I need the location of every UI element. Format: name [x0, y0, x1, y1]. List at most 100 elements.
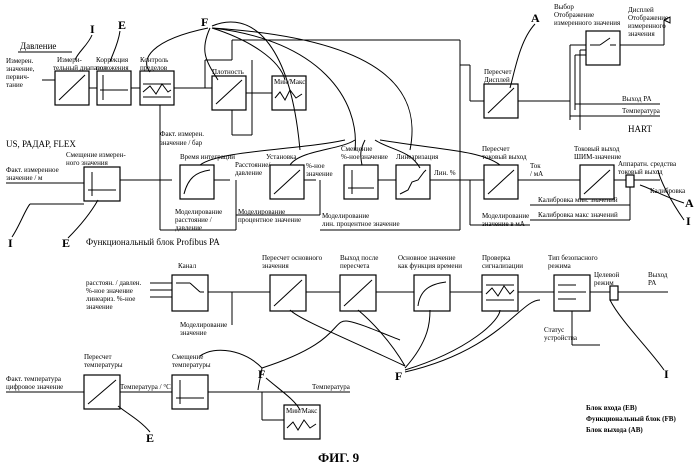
svg-text:Дисплей: Дисплей: [628, 6, 654, 14]
label-current-output: ШИМ-значение: [574, 153, 621, 161]
section-profibus: Функциональный блок Profibus PA: [86, 237, 220, 247]
svg-text:Смещение: Смещение: [341, 145, 372, 153]
svg-text:Основное значение: Основное значение: [398, 254, 455, 262]
label-temperature-top: Температура: [622, 107, 661, 115]
label-fact-value: значение / бар: [160, 139, 203, 147]
label-offset-measured: ного значения: [66, 159, 109, 167]
svg-text:расстоян. / давлен.: расстоян. / давлен.: [86, 279, 142, 287]
svg-text:Коррекция: Коррекция: [96, 56, 129, 64]
label-linearization: Линеаризация: [396, 153, 439, 161]
block-offset-measured: [84, 167, 120, 201]
svg-text:Моделирование: Моделирование: [482, 212, 529, 220]
label-model-value: значение: [180, 329, 207, 337]
svg-text:Факт. температура: Факт. температура: [6, 375, 62, 383]
svg-text:Аппаратн. средства: Аппаратн. средства: [618, 160, 677, 168]
svg-text:Ток: Ток: [530, 162, 541, 170]
svg-text:Измери-: Измери-: [57, 56, 83, 64]
label-output-pa-bottom: PA: [648, 279, 656, 287]
label-lin-percent: Лин. %: [434, 169, 456, 177]
label-density: Плотность: [212, 68, 244, 76]
svg-text:Факт. измеренное: Факт. измеренное: [6, 166, 59, 174]
label-temp-c: Температура / °C: [120, 383, 171, 391]
label-position-correction: положения: [96, 64, 129, 72]
label-check-signal: сигнализации: [482, 262, 523, 270]
svg-text:линеариз. %-ное: линеариз. %-ное: [86, 295, 135, 303]
label-model-lin: лин. процентное значение: [322, 220, 400, 228]
label-device-status: устройства: [544, 334, 578, 342]
legend-fb: Функциональный блок (FB): [586, 415, 676, 423]
label-display-recalc: Дисплей: [484, 76, 510, 84]
label-offset-temp: температуры: [172, 361, 211, 369]
svg-text:Отображение: Отображение: [554, 11, 594, 19]
svg-text:Токовый выход: Токовый выход: [574, 145, 620, 153]
callout-i-bottom: I: [664, 367, 669, 381]
callout-f-bottom: F: [395, 369, 402, 383]
svg-text:Моделирование: Моделирование: [175, 208, 222, 216]
svg-text:%-ное: %-ное: [306, 162, 325, 170]
label-cal-max: Калибровка макс значений: [538, 211, 618, 219]
callout-e-mid: E: [62, 236, 70, 250]
svg-text:Выбор: Выбор: [554, 3, 574, 11]
svg-text:расстояние /: расстояние /: [175, 216, 212, 224]
legend-ab: Блок выхода (AB): [586, 426, 643, 434]
svg-text:тание: тание: [6, 81, 23, 89]
callout-i-top: I: [90, 22, 95, 36]
svg-text:Смещение: Смещение: [172, 353, 203, 361]
label-model-ma: значение в мА: [482, 220, 525, 228]
block-position-correction: [97, 71, 131, 105]
block-limit-control: [140, 71, 174, 105]
svg-text:Расстояние/: Расстояние/: [235, 161, 270, 169]
section-hart: HART: [628, 124, 652, 134]
block-target-mode: [610, 286, 618, 300]
label-display-show: значения: [628, 30, 655, 38]
svg-text:Выход после: Выход после: [340, 254, 378, 262]
label-setup: Установка: [266, 153, 297, 161]
label-channel: Канал: [178, 262, 197, 270]
callout-e-bottom: E: [146, 431, 154, 445]
svg-text:Контроль: Контроль: [140, 56, 168, 64]
svg-text:%-ное значение: %-ное значение: [86, 287, 133, 295]
callout-a-top: A: [531, 11, 540, 25]
svg-text:Моделирование: Моделирование: [180, 321, 227, 329]
label-current-ma: / мА: [530, 170, 543, 178]
callout-a-mid: A: [685, 196, 694, 210]
label-temperature-bottom: Температура: [312, 383, 351, 391]
label-offset-percent: %-ное значение: [341, 153, 388, 161]
label-minmax-bottom: Мин/Макс: [286, 407, 317, 415]
svg-text:Моделирование: Моделирование: [238, 208, 285, 216]
label-model-distance: давление: [175, 224, 202, 232]
svg-text:Факт. измерен.: Факт. измерен.: [160, 130, 204, 138]
callout-i-mid: I: [8, 236, 13, 250]
svg-text:Моделирование: Моделирование: [322, 212, 369, 220]
block-offset-percent: [344, 165, 378, 199]
figure-caption: ФИГ. 9: [318, 450, 360, 465]
svg-text:Пересчет: Пересчет: [84, 353, 112, 361]
svg-text:Статус: Статус: [544, 326, 564, 334]
label-fact-value-m: значение / м: [6, 174, 43, 182]
label-hardware-current: токовый выход: [618, 168, 663, 176]
label-current-recalc: токовый выход: [482, 153, 527, 161]
label-display-select: измеренного значения: [554, 19, 621, 27]
label-bottom-inputs: значение: [86, 303, 113, 311]
callout-f-top: F: [201, 15, 208, 29]
svg-text:значение,: значение,: [6, 65, 35, 73]
label-fact-temp: цифровое значение: [6, 383, 63, 391]
svg-text:Целевой: Целевой: [594, 271, 620, 279]
block-safe-mode: [554, 275, 590, 311]
label-limit-control: пределов: [140, 64, 168, 72]
label-recalc-main: значения: [262, 262, 289, 270]
section-us-radar: US, РАДАР, FLEX: [6, 139, 76, 149]
block-display-select: [586, 31, 620, 65]
block-offset-temp: [172, 375, 208, 409]
callout-e-top: E: [118, 18, 126, 32]
block-channel: [172, 275, 208, 311]
legend-eb: Блок входа (ЕВ): [586, 404, 638, 412]
label-measured-value: Измерен.: [6, 57, 34, 65]
svg-text:измеренного: измеренного: [628, 22, 666, 30]
label-main-time: как функция времени: [398, 262, 462, 270]
svg-text:Тип безопасного: Тип безопасного: [548, 254, 598, 262]
label-minmax-top: Мин/Макс: [274, 78, 305, 86]
svg-text:Смещение измерен-: Смещение измерен-: [66, 151, 126, 159]
